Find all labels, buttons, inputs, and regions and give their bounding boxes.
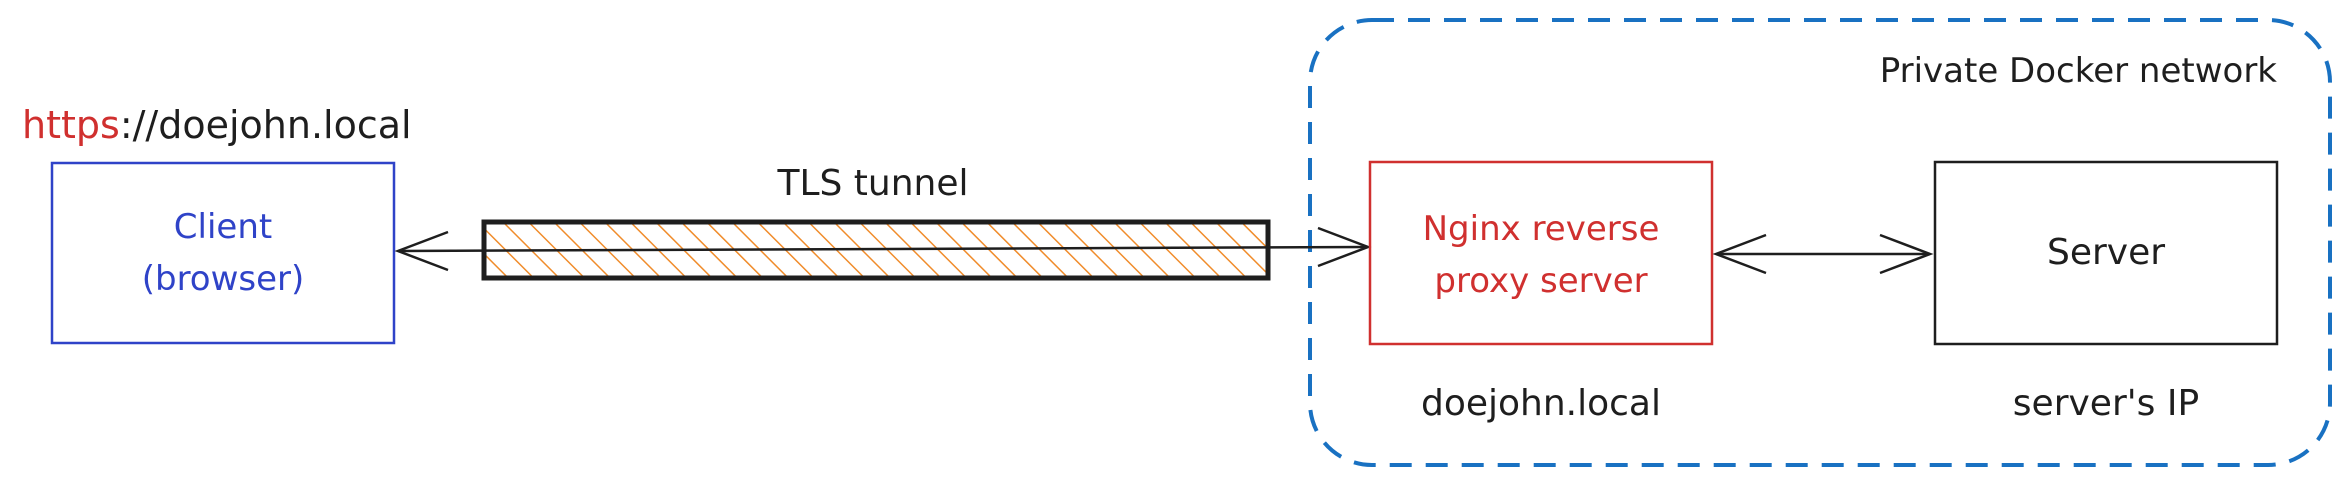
client-url: https://doejohn.local [22,103,412,147]
server-caption: server's IP [2013,383,2199,424]
proxy-box [1368,160,1714,346]
tunnel-label: TLS tunnel [776,163,968,204]
client-label-line1: Client [174,207,272,247]
url-scheme: https [22,103,120,147]
server-side-arrow-head [1879,233,1934,275]
proxy-side-arrow-head [1712,233,1767,275]
server-box [1933,160,2279,346]
client-arrow-line [397,245,1369,253]
proxy-caption: doejohn.local [1421,383,1661,424]
proxy-label-line1: Nginx reverse [1423,209,1660,249]
client-box [50,161,396,345]
client-arrow-head [394,230,449,272]
proxy-label-line2: proxy server [1434,261,1647,301]
proxy-arrow-head [1317,226,1372,268]
private-network-boundary [1308,18,2332,467]
network-label: Private Docker network [1880,51,2278,91]
client-label-line2: (browser) [142,259,305,299]
server-label: Server [2047,232,2165,273]
url-rest: ://doejohn.local [120,103,412,147]
